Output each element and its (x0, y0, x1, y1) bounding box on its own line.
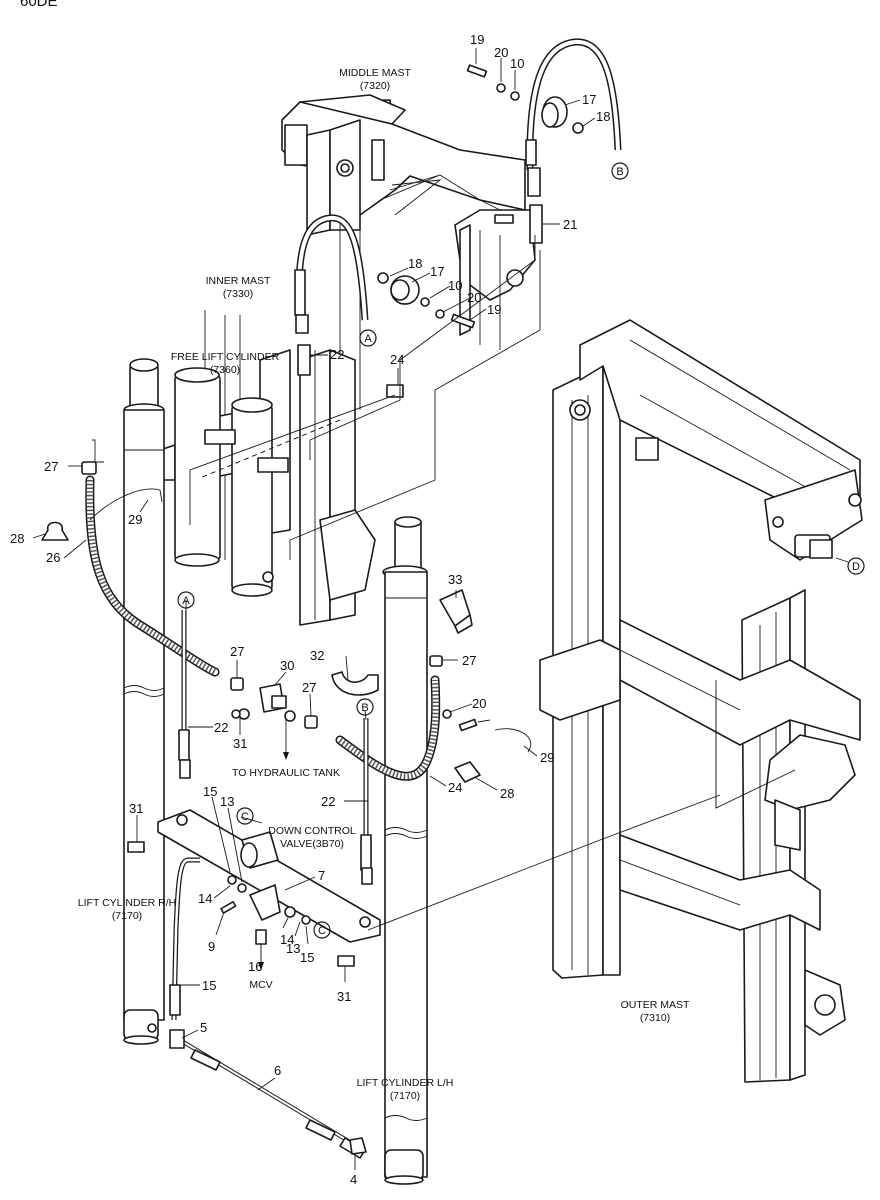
hose-22-right (360, 718, 373, 885)
outer-mast (539, 319, 863, 1083)
callout-25: 26 (46, 550, 60, 565)
callout-9: 9 (208, 939, 215, 954)
callout-27a: 28 (10, 531, 24, 546)
hose-25 (85, 475, 220, 677)
middle-mast (281, 94, 536, 410)
callout-19b: 20 (467, 290, 481, 305)
callout-21: 22 (330, 347, 344, 362)
hose-b-upper (525, 38, 622, 244)
callout-5: 5 (200, 1020, 207, 1035)
callout-4: 4 (350, 1172, 357, 1187)
callout-22a: 22 (214, 720, 228, 735)
marker-a-lower-label: A (182, 595, 190, 607)
callout-15: 15 (202, 978, 216, 993)
callout-7: 7 (318, 868, 325, 883)
callout-6: 6 (274, 1063, 281, 1078)
callout-20: 21 (563, 217, 577, 232)
small-parts (41, 64, 584, 1155)
callout-10b: 10 (448, 278, 462, 293)
callout-18b: 19 (487, 302, 501, 317)
callout-14: 16 (248, 959, 262, 974)
callout-30c: 31 (337, 989, 351, 1004)
callout-13a: 15 (203, 784, 217, 799)
marker-a-top-label: A (364, 333, 372, 345)
inner-mast-label: INNER MAST (206, 275, 271, 287)
hose-a-upper (294, 214, 369, 376)
callout-26c: 27 (302, 680, 316, 695)
lift-cylinder-rh-code: (7170) (112, 910, 142, 922)
callout-numbers: 19 20 10 17 18 21 18 17 10 20 19 22 24 2… (10, 32, 610, 1187)
marker-c-lower (313, 921, 331, 939)
callout-29: 30 (280, 658, 294, 673)
callout-32: 33 (448, 572, 462, 587)
marker-b-lower-label: B (361, 702, 368, 714)
callout-24: 24 (448, 780, 462, 795)
lift-cylinder-lh-label: LIFT CYLINDER L/H (357, 1077, 454, 1089)
marker-c-upper-label: C (241, 811, 249, 823)
callout-16: 17 (582, 92, 596, 107)
callout-11a: 13 (220, 794, 234, 809)
lift-cylinder-lh (382, 516, 428, 1185)
outer-mast-code: (7310) (640, 1012, 670, 1024)
free-lift-cylinder (174, 367, 289, 597)
hose-24 (335, 675, 441, 781)
callout-17b: 18 (408, 256, 422, 271)
marker-b-top (611, 162, 629, 180)
mcv-label: MCV (249, 979, 272, 991)
free-lift-cylinder-label: FREE LIFT CYLINDER (171, 351, 280, 363)
callout-30b: 31 (129, 801, 143, 816)
callout-26b: 27 (230, 644, 244, 659)
hose-15 (169, 857, 200, 1021)
guide-lines (92, 179, 721, 931)
callout-17: 18 (596, 109, 610, 124)
callout-10: 10 (510, 56, 524, 71)
callout-12b: 14 (280, 932, 294, 947)
marker-a-top (359, 329, 377, 347)
model-code: 60DE (20, 0, 58, 10)
callout-28b: 29 (540, 750, 554, 765)
assembly-labels: MIDDLE MAST (7320) INNER MAST (7330) FRE… (78, 67, 690, 1102)
inner-mast-code: (7330) (223, 288, 253, 300)
callout-28a: 29 (128, 512, 142, 527)
down-control-valve-label: DOWN CONTROL (268, 825, 356, 837)
lift-cylinder-lh-code: (7170) (390, 1090, 420, 1102)
callout-13b: 15 (300, 950, 314, 965)
free-lift-cylinder-code: (7360) (210, 364, 240, 376)
lift-cylinder-rh (123, 358, 165, 1045)
middle-mast-label: MIDDLE MAST (339, 67, 411, 79)
hose-22-left (178, 610, 191, 779)
outer-mast-label: OUTER MAST (621, 999, 690, 1011)
marker-d (847, 557, 865, 575)
connection-markers: B A A B C C D (177, 162, 865, 939)
callout-30a: 31 (233, 736, 247, 751)
callout-18: 19 (470, 32, 484, 47)
leader-lines (32, 48, 596, 1170)
callout-16b: 17 (430, 264, 444, 279)
to-hydraulic-tank-label: TO HYDRAULIC TANK (232, 767, 340, 779)
callout-31: 32 (310, 648, 324, 663)
callout-23: 24 (390, 352, 404, 367)
callout-26a: 27 (44, 459, 58, 474)
lift-cylinder-rh-label: LIFT CYLINDER R/H (78, 897, 176, 909)
marker-a-lower (177, 591, 195, 609)
callout-26d: 27 (462, 653, 476, 668)
pipe-6 (178, 1038, 366, 1159)
marker-c-lower-label: C (318, 925, 326, 937)
marker-b-top-label: B (616, 166, 623, 178)
callout-12a: 14 (198, 891, 212, 906)
down-control-valve-code: VALVE(3B70) (280, 838, 344, 850)
middle-mast-code: (7320) (360, 80, 390, 92)
marker-c-upper (236, 807, 254, 825)
marker-d-label: D (852, 561, 860, 573)
callout-27b: 28 (500, 786, 514, 801)
callout-19c: 20 (472, 696, 486, 711)
callout-11b: 13 (286, 941, 300, 956)
callout-22b: 22 (321, 794, 335, 809)
marker-b-lower (356, 698, 374, 716)
callout-19: 20 (494, 45, 508, 60)
